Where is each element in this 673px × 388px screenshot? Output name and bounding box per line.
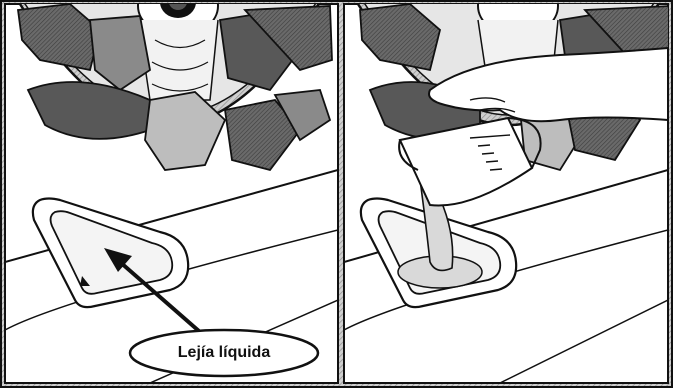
left-panel [0, 0, 338, 383]
callout-label: Lejía líquida [134, 334, 314, 372]
right-panel [338, 0, 673, 383]
